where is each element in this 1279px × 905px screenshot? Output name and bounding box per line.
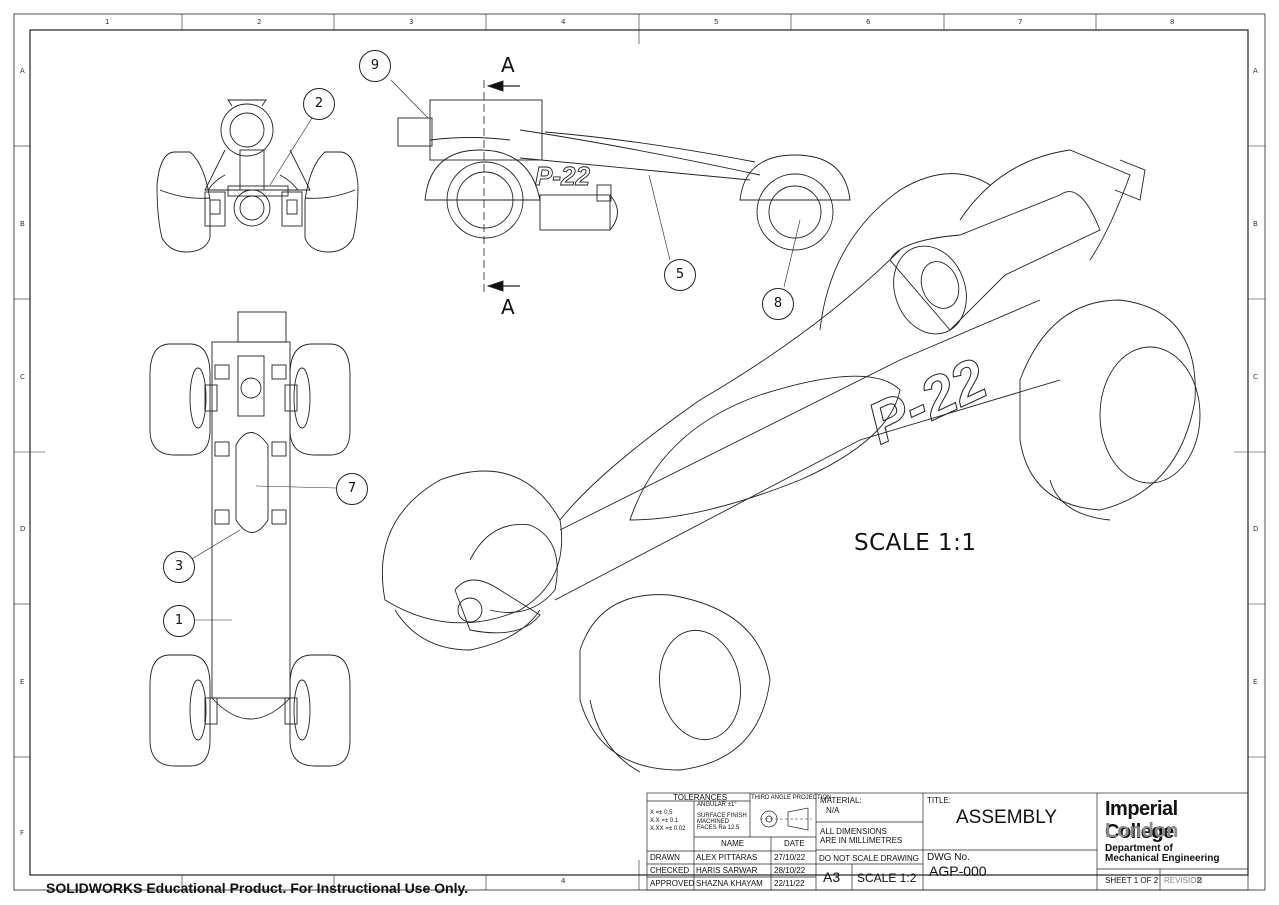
revision-value: 2: [1197, 876, 1202, 885]
department-name: Department of Mechanical Engineering: [1105, 844, 1219, 864]
balloon-7: 7: [336, 473, 368, 505]
dimensions-note-2: ARE IN MILLIMETRES: [820, 836, 903, 845]
title-block-grid: [646, 792, 1249, 891]
zone-col-7: 7: [1018, 18, 1023, 26]
title-label: TITLE:: [927, 796, 952, 805]
educational-watermark: SOLIDWORKS Educational Product. For Inst…: [46, 880, 469, 896]
do-not-scale-note: DO NOT SCALE DRAWING: [819, 854, 920, 863]
date-header: DATE: [784, 839, 805, 848]
angular-tolerance: ANGULAR ±1°: [697, 802, 737, 808]
zone-row-e: E: [20, 678, 25, 686]
department-line-2: Mechanical Engineering: [1105, 853, 1220, 864]
zone-row-a: A: [20, 67, 25, 75]
side-decal: P-22: [535, 161, 590, 191]
zone-col-1: 1: [105, 18, 110, 26]
zone-col-6: 6: [866, 18, 871, 26]
top-view: [149, 311, 351, 767]
dwg-number: AGP-000: [929, 863, 987, 879]
name-checked: HARIS SARWAR: [696, 866, 758, 875]
zone-row-f: F: [20, 829, 25, 837]
zone-row-c: C: [20, 373, 25, 381]
department-line-1: Department of: [1105, 843, 1173, 854]
section-mark-top: A: [501, 53, 515, 77]
zone-row-b-right: B: [1253, 220, 1258, 228]
role-checked: CHECKED: [650, 866, 690, 875]
iso-decal: P-22: [858, 346, 997, 457]
scale-note: SCALE 1:1: [854, 530, 977, 556]
imperial-logo-line1: Imperial College: [1105, 798, 1178, 843]
role-drawn: DRAWN: [650, 853, 680, 862]
drawing-scale: SCALE 1:2: [857, 871, 917, 885]
zone-col-2: 2: [257, 18, 262, 26]
imperial-logo-line2: London: [1105, 820, 1179, 842]
zone-col-bottom-4: 4: [561, 877, 566, 885]
zone-row-b: B: [20, 220, 25, 228]
title-block: TOLERANCES THIRD ANGLE PROJECTION X =± 0…: [647, 793, 1248, 890]
zone-col-3: 3: [409, 18, 414, 26]
material-value: N/A: [826, 806, 840, 815]
balloon-2: 2: [303, 88, 335, 120]
zone-row-c-right: C: [1253, 373, 1258, 381]
zone-row-d: D: [20, 525, 26, 533]
date-checked: 28/10/22: [774, 866, 806, 875]
material-label: MATERIAL:: [820, 796, 862, 805]
name-approved: SHAZNA KHAYAM: [696, 879, 763, 888]
tolerances-label: TOLERANCES: [673, 793, 728, 802]
zone-row-d-right: D: [1253, 525, 1259, 533]
balloon-3: 3: [163, 551, 195, 583]
date-drawn: 27/10/22: [774, 853, 806, 862]
zone-col-8: 8: [1170, 18, 1175, 26]
zone-col-5: 5: [714, 18, 719, 26]
sheet-number: SHEET 1 OF 2: [1105, 876, 1159, 885]
front-view: [156, 99, 359, 253]
side-view: P-22: [390, 79, 851, 292]
dwg-no-label: DWG No.: [927, 852, 970, 863]
balloon-5: 5: [664, 259, 696, 291]
machined: MACHINED: [697, 819, 730, 825]
balloon-1: 1: [163, 605, 195, 637]
projection-label: THIRD ANGLE PROJECTION: [751, 795, 832, 801]
name-header: NAME: [721, 839, 745, 848]
sheet-size: A3: [823, 869, 841, 885]
role-approved: APPROVED: [650, 879, 695, 888]
revision-label: REVISION: [1164, 876, 1203, 885]
section-mark-bottom: A: [501, 295, 515, 319]
drawing-title: ASSEMBLY: [956, 807, 1058, 828]
balloon-9: 9: [359, 50, 391, 82]
faces-roughness: FACES Ra 12.5: [697, 825, 740, 831]
zone-row-e-right: E: [1253, 678, 1258, 686]
tolerance-line-3: X.XX =± 0.02: [650, 826, 686, 832]
zone-row-a-right: A: [1253, 67, 1258, 75]
surface-finish: SURFACE FINISH: [697, 813, 747, 819]
dimensions-note-1: ALL DIMENSIONS: [820, 827, 887, 836]
name-drawn: ALEX PITTARAS: [696, 853, 758, 862]
isometric-view: P-22: [381, 149, 1201, 773]
tolerance-line-1: X =± 0.5: [650, 810, 673, 816]
balloon-8: 8: [762, 288, 794, 320]
date-approved: 22/11/22: [774, 879, 805, 888]
tolerance-line-2: X.X =± 0.1: [650, 818, 679, 824]
zone-col-4: 4: [561, 18, 566, 26]
